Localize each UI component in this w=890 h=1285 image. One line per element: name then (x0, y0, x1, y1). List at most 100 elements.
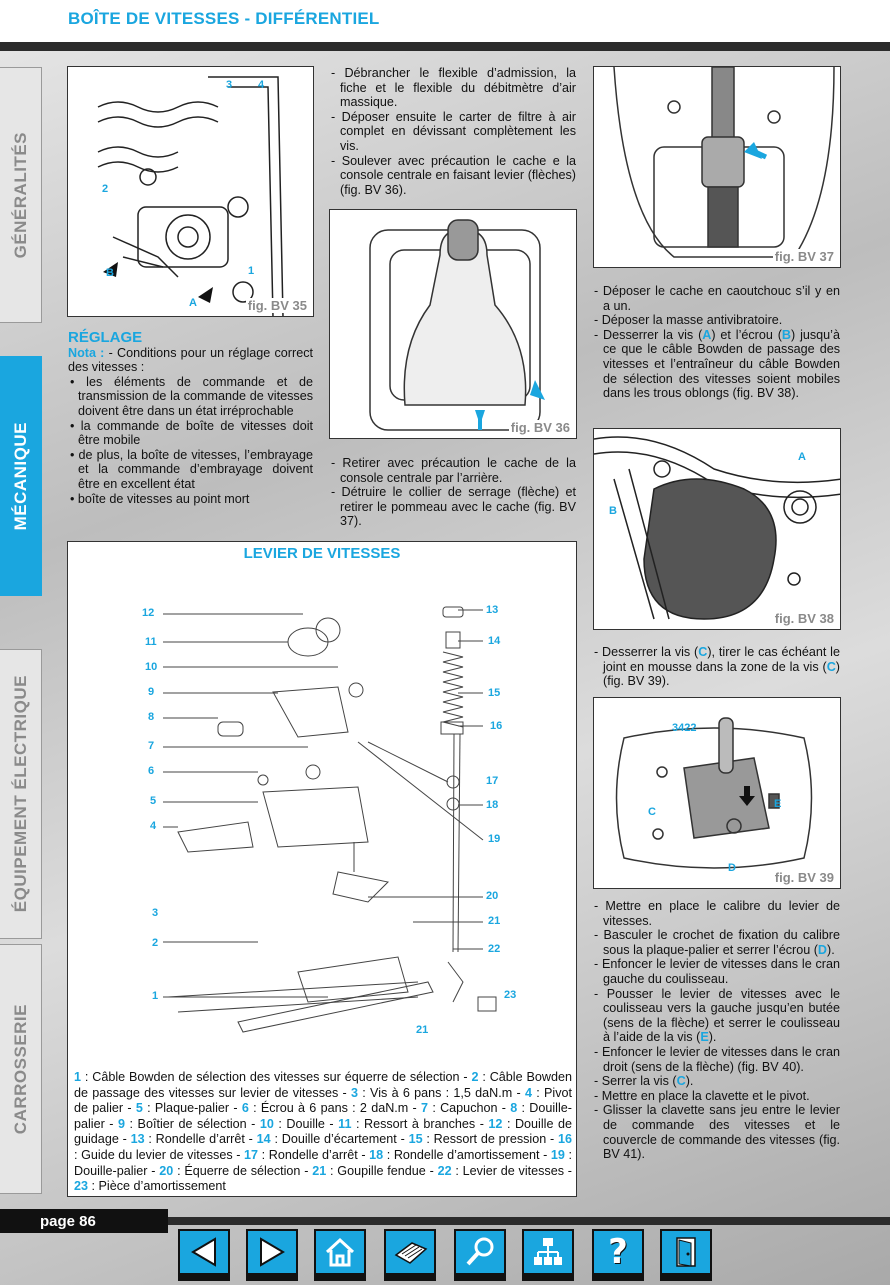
help-icon[interactable]: ? (592, 1229, 644, 1275)
legend-text: : Capuchon - (428, 1101, 511, 1116)
gear-knob-illustration (369, 219, 545, 431)
legend-text: : Rondelle d’arrêt - (258, 1147, 370, 1162)
text-run: Mettre en place le calibre du levier de … (603, 899, 840, 928)
legend-text: : Douille de guidage - (74, 1116, 572, 1147)
part-number: 14 (488, 635, 501, 647)
list-item: • boîte de vitesses au point mort (70, 491, 250, 506)
text-run: ). (685, 1074, 694, 1089)
legend-text: : Câble Bowden de sélection des vitesses… (81, 1070, 472, 1084)
part-number: 3 (152, 907, 159, 919)
figure-caption: fig. BV 38 (772, 611, 836, 626)
print-button[interactable] (384, 1229, 436, 1281)
print-icon[interactable] (384, 1229, 436, 1275)
column-right-b: - Desserrer la vis (C), tirer le cas éch… (593, 645, 840, 689)
part-number: 21 (488, 915, 501, 927)
tab-carrosserie[interactable]: CARROSSERIE (0, 944, 42, 1194)
tab-label: MÉCANIQUE (10, 421, 30, 531)
legend-num: 6 (241, 1101, 249, 1116)
legend-num: 8 (510, 1101, 518, 1116)
sidebar: GÉNÉRALITÉS MÉCANIQUE ÉQUIPEMENT ÉLECTRI… (0, 51, 48, 1211)
part-number: 7 (148, 740, 155, 752)
button-shadow (246, 1275, 298, 1281)
legend-text: : Pièce d’amortissement (88, 1179, 226, 1194)
legend-text: : Goupille fendue - (326, 1163, 438, 1178)
legend-text: : Câble Bowden de passage des vitesses s… (74, 1070, 572, 1100)
part-number: 16 (490, 720, 503, 732)
legend-num: 10 (259, 1116, 274, 1131)
column-reglage: RÉGLAGE Nota : - Conditions pour un régl… (68, 329, 313, 506)
button-shadow (454, 1275, 506, 1281)
list-item: - Enfoncer le levier de vitesses dans le… (594, 957, 840, 986)
part-number: 2 (152, 937, 159, 949)
legend-text: : Ressort à branches - (351, 1116, 489, 1131)
next-button[interactable] (246, 1229, 298, 1281)
figure-bv36: fig. BV 36 (329, 209, 577, 439)
callout-1: 1 (248, 265, 255, 277)
legend-num: 13 (130, 1132, 145, 1147)
part-number: 19 (488, 833, 501, 845)
part-number: 17 (486, 775, 499, 787)
tab-mecanique[interactable]: MÉCANIQUE (0, 356, 42, 596)
tab-equipement-electrique[interactable]: ÉQUIPEMENT ÉLECTRIQUE (0, 649, 42, 939)
nota-label: Nota : (68, 345, 105, 360)
tab-generalites[interactable]: GÉNÉRALITÉS (0, 67, 42, 323)
tab-label: CARROSSERIE (10, 1003, 30, 1135)
ref-key: C (676, 1074, 686, 1089)
list-item: - Glisser la clavette sans jeu entre le … (594, 1103, 840, 1162)
header-divider (0, 42, 890, 51)
previous-icon[interactable] (178, 1229, 230, 1275)
ref-key: C (826, 659, 836, 674)
list-item: - Desserrer la vis (A) et l’écrou (B) ju… (594, 327, 840, 401)
home-button[interactable] (314, 1229, 366, 1281)
list-item-text: Déposer le cache en caoutchouc s’il y en… (602, 284, 840, 313)
part-number: 5 (150, 795, 157, 807)
nota-text: - Conditions pour un réglage correct des… (68, 345, 313, 375)
part-number: 4 (150, 820, 157, 832)
ref-key: D (817, 942, 828, 957)
help-glyph: ? (608, 1232, 628, 1272)
legend-num: 4 (524, 1085, 532, 1100)
home-icon[interactable] (314, 1229, 366, 1275)
list-item-text: boîte de vitesses au point mort (77, 491, 250, 506)
previous-button[interactable] (178, 1229, 230, 1281)
legend-num: 22 (437, 1163, 452, 1178)
help-button[interactable]: ? (592, 1229, 644, 1281)
search-button[interactable] (454, 1229, 506, 1281)
list-item: - Enfoncer le levier de vitesses dans le… (594, 1044, 840, 1074)
exit-icon[interactable] (660, 1229, 712, 1275)
next-icon[interactable] (246, 1229, 298, 1275)
legend-text: : Rondelle d’amortissement - (383, 1147, 551, 1162)
console-clamp-illustration (613, 67, 835, 258)
part-number: 10 (145, 661, 158, 673)
gearbox-linkage-illustration (97, 76, 284, 316)
button-shadow (660, 1275, 712, 1281)
legend-text: : Levier de vitesses - (451, 1163, 572, 1178)
text-run: Enfoncer le levier de vitesses dans le c… (602, 1044, 840, 1074)
list-item: - Soulever avec précaution le cache e la… (331, 153, 577, 197)
legend-num: 15 (408, 1132, 423, 1147)
text-run: Basculer le crochet de fixation du calib… (603, 928, 840, 957)
exit-button[interactable] (660, 1229, 712, 1281)
button-shadow (314, 1275, 366, 1281)
sitemap-icon[interactable] (522, 1229, 574, 1275)
sitemap-button[interactable] (522, 1229, 574, 1281)
search-icon[interactable] (454, 1229, 506, 1275)
list-item: - Déposer ensuite le carter de filtre à … (331, 109, 576, 153)
part-number: 1 (152, 990, 159, 1002)
parts-diagram-box: LEVIER DE VITESSES (67, 541, 577, 1197)
callout-d: D (728, 862, 736, 874)
part-number: 18 (486, 799, 499, 811)
legend-num: 7 (421, 1101, 429, 1116)
column-right-c: - Mettre en place le calibre du levier d… (593, 899, 840, 1162)
legend-num: 11 (338, 1116, 352, 1131)
part-number: 20 (486, 890, 499, 902)
part-number: 22 (488, 943, 501, 955)
list-item: - Mettre en place la clavette et le pivo… (594, 1088, 810, 1103)
callout-4: 4 (258, 79, 265, 91)
section-heading: RÉGLAGE (68, 329, 143, 346)
list-item: • la commande de boîte de vitesses doit … (70, 418, 313, 448)
text-run: Pousser le levier de vitesses avec le co… (603, 986, 840, 1045)
button-shadow (384, 1275, 436, 1281)
legend-num: 2 (471, 1070, 479, 1084)
text-run: ) et l’écrou ( (711, 327, 782, 342)
